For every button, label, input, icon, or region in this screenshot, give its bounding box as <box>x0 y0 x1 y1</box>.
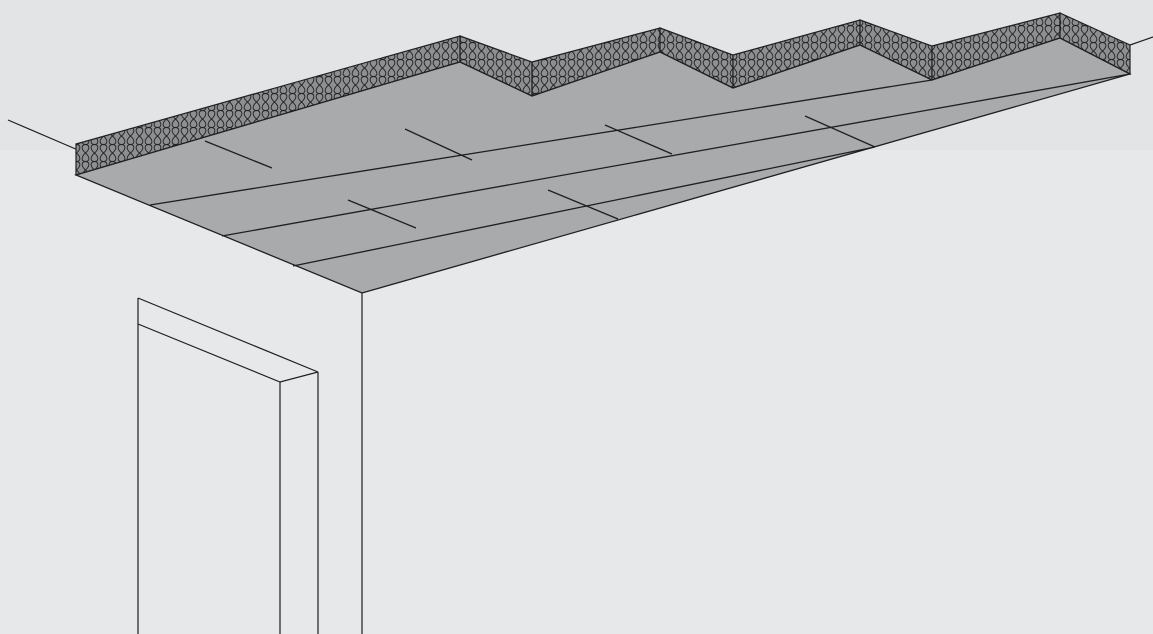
wall-ceiling-edge-left <box>7 119 79 151</box>
insulation-strip <box>75 12 1131 176</box>
panel-joints <box>149 73 1131 267</box>
wall-ceiling-edge-right <box>1129 36 1153 46</box>
door-frame <box>137 297 319 634</box>
